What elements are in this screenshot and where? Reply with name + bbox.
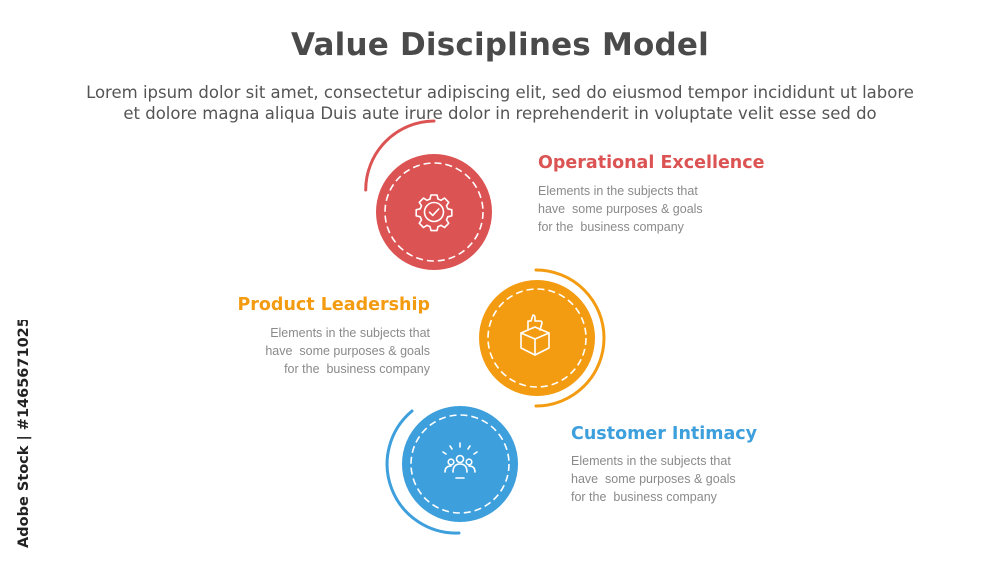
discipline-description-2: Elements in the subjects that have some …: [230, 324, 430, 378]
description-line: for the business company: [538, 220, 684, 234]
dashed-ring: [384, 162, 484, 262]
customer-group-icon: [442, 442, 478, 479]
description-line: Elements in the subjects that: [270, 326, 430, 340]
intro-text: Lorem ipsum dolor sit amet, consectetur …: [30, 82, 970, 124]
discipline-description-1: Elements in the subjects that have some …: [538, 182, 703, 236]
description-line: have some purposes & goals: [571, 472, 736, 486]
discipline-heading-1: Operational Excellence: [538, 153, 765, 173]
arc-accent: [385, 409, 461, 535]
intro-line: et dolore magna aliqua Duis aute irure d…: [123, 104, 877, 123]
description-line: Elements in the subjects that: [571, 454, 731, 468]
watermark-text: Adobe Stock | #1465671025: [16, 320, 32, 548]
stock-watermark: Adobe Stock | #1465671025: [16, 320, 32, 548]
box-thumbs-up-icon: [520, 314, 550, 356]
discipline-circle-1: [364, 119, 492, 270]
page-title: Value Disciplines Model: [291, 27, 709, 63]
description-line: Elements in the subjects that: [538, 184, 698, 198]
gear-check-icon: [415, 194, 453, 232]
intro-line: Lorem ipsum dolor sit amet, consectetur …: [86, 83, 914, 102]
discipline-heading-2: Product Leadership: [237, 295, 430, 315]
description-line: have some purposes & goals: [265, 344, 430, 358]
dashed-ring: [410, 414, 510, 514]
dashed-ring: [487, 288, 587, 388]
discipline-description-3: Elements in the subjects that have some …: [571, 452, 736, 506]
circle-fill: [376, 154, 492, 270]
discipline-circle-3: [385, 406, 518, 535]
arc-accent: [534, 268, 606, 408]
arc-accent: [364, 119, 436, 192]
discipline-circle-2: [479, 268, 606, 408]
description-line: for the business company: [571, 490, 717, 504]
description-line: have some purposes & goals: [538, 202, 703, 216]
discipline-heading-3: Customer Intimacy: [571, 424, 758, 444]
description-line: for the business company: [284, 362, 430, 376]
